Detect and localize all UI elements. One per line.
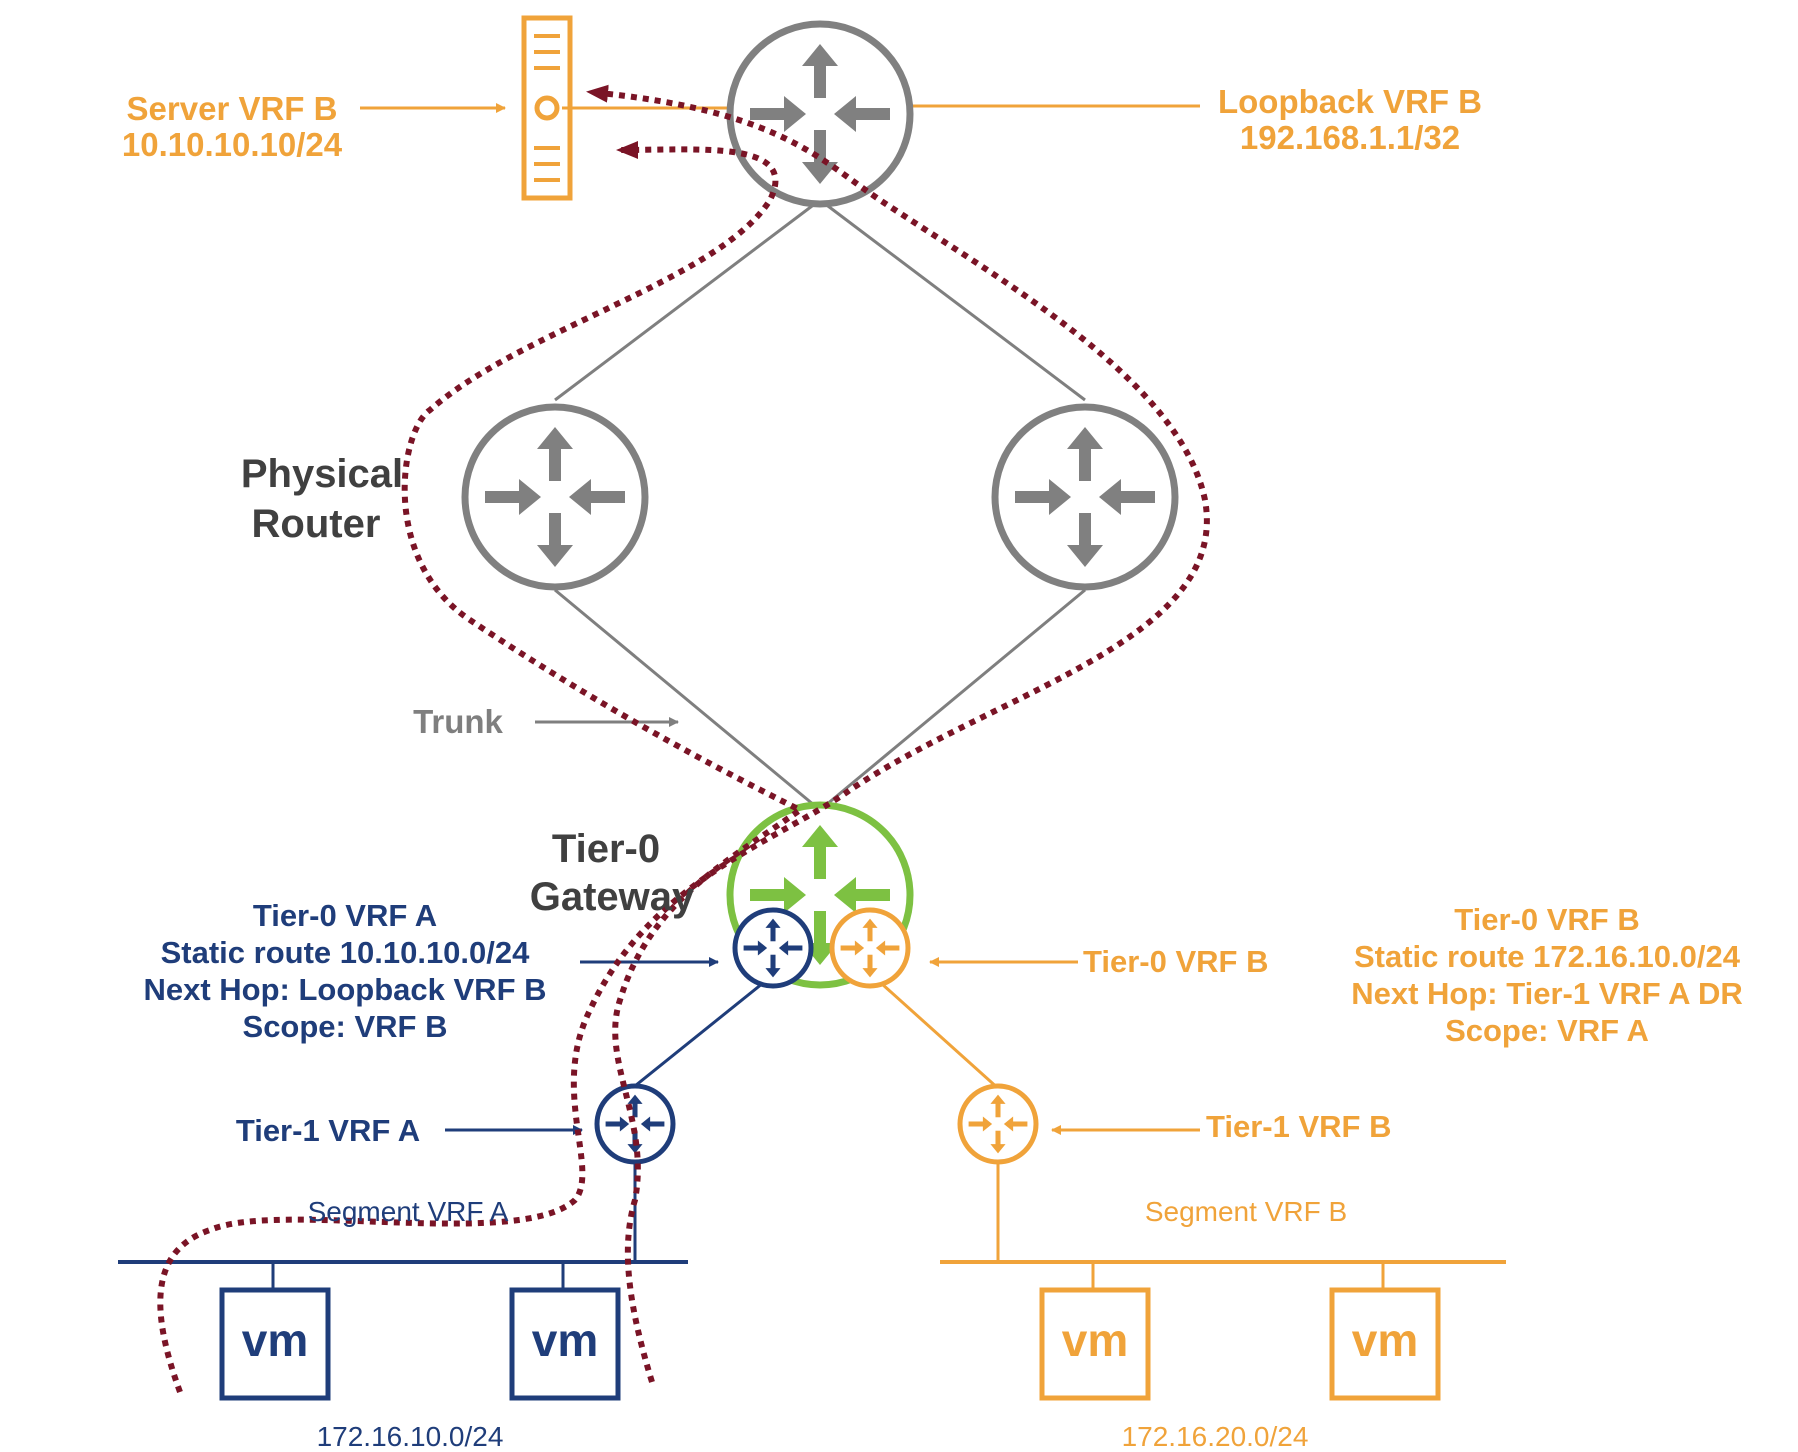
subnet-b-label: 172.16.20.0/24 — [1122, 1421, 1309, 1452]
router-icon-top — [726, 20, 914, 208]
loopback-vrf-b-label: Loopback VRF B 192.168.1.1/32 — [1218, 83, 1482, 156]
svg-text:Static route 10.10.10.0/24: Static route 10.10.10.0/24 — [161, 935, 531, 970]
svg-text:vm: vm — [1352, 1314, 1418, 1366]
vm-icon: vm — [509, 1287, 621, 1401]
svg-text:Tier-0 VRF B: Tier-0 VRF B — [1454, 902, 1639, 937]
svg-text:Gateway: Gateway — [530, 875, 695, 919]
svg-text:Router: Router — [252, 502, 381, 546]
tier0-vrf-b-label: Tier-0 VRF B Static route 172.16.10.0/24… — [1351, 902, 1743, 1048]
link-t0-t1-vrf-b — [870, 973, 1002, 1092]
svg-text:Scope: VRF A: Scope: VRF A — [1445, 1013, 1649, 1048]
link-top-left — [554, 198, 821, 402]
svg-text:Next Hop: Tier-1 VRF A DR: Next Hop: Tier-1 VRF A DR — [1351, 976, 1743, 1011]
tier0-vrf-b-short-label: Tier-0 VRF B — [1083, 944, 1268, 979]
svg-text:Tier-0: Tier-0 — [552, 827, 660, 871]
segment-vrf-b-label: Segment VRF B — [1145, 1196, 1347, 1227]
router-icon-tier1-vrf-b — [957, 1083, 1039, 1165]
vm-icon: vm — [219, 1287, 331, 1401]
traffic-path-2 — [401, 140, 806, 1383]
server-icon — [521, 15, 573, 201]
svg-text:Static route 172.16.10.0/24: Static route 172.16.10.0/24 — [1354, 939, 1741, 974]
traffic-path-1 — [157, 84, 1210, 1394]
link-t0-t1-vrf-a — [629, 973, 774, 1092]
tier1-vrf-b-label: Tier-1 VRF B — [1206, 1109, 1391, 1144]
physical-router-label: Physical Router — [241, 452, 403, 546]
server-vrf-b-label: Server VRF B 10.10.10.10/24 — [122, 90, 343, 163]
svg-text:Next Hop: Loopback VRF B: Next Hop: Loopback VRF B — [143, 972, 546, 1007]
trunk-label: Trunk — [413, 703, 503, 740]
svg-text:Tier-0 VRF A: Tier-0 VRF A — [253, 898, 437, 933]
svg-text:Scope: VRF B: Scope: VRF B — [243, 1009, 448, 1044]
vm-icon: vm — [1329, 1287, 1441, 1401]
segment-vrf-a-label: Segment VRF A — [308, 1196, 509, 1227]
svg-text:Server VRF B: Server VRF B — [127, 90, 338, 127]
svg-text:vm: vm — [1062, 1314, 1128, 1366]
trunk-link-left — [554, 588, 821, 812]
tier0-gateway-label: Tier-0 Gateway — [530, 827, 695, 919]
svg-text:Loopback VRF B: Loopback VRF B — [1218, 83, 1482, 120]
svg-text:Physical: Physical — [241, 452, 403, 496]
vm-icon: vm — [1039, 1287, 1151, 1401]
router-icon-tier1-vrf-a — [594, 1083, 676, 1165]
tier0-vrf-a-label: Tier-0 VRF A Static route 10.10.10.0/24 … — [143, 898, 546, 1044]
trunk-link-right — [819, 588, 1086, 812]
tier1-vrf-a-label: Tier-1 VRF A — [236, 1113, 420, 1148]
router-icon-physical-left — [461, 403, 649, 591]
router-icon-physical-right — [991, 403, 1179, 591]
router-icon-tier0-vrf-b — [829, 907, 911, 989]
svg-text:192.168.1.1/32: 192.168.1.1/32 — [1240, 119, 1460, 156]
svg-text:vm: vm — [242, 1314, 308, 1366]
router-icon-tier0-vrf-a — [732, 907, 814, 989]
link-top-right — [819, 198, 1086, 402]
svg-text:vm: vm — [532, 1314, 598, 1366]
subnet-a-label: 172.16.10.0/24 — [317, 1421, 504, 1452]
svg-text:10.10.10.10/24: 10.10.10.10/24 — [122, 126, 343, 163]
